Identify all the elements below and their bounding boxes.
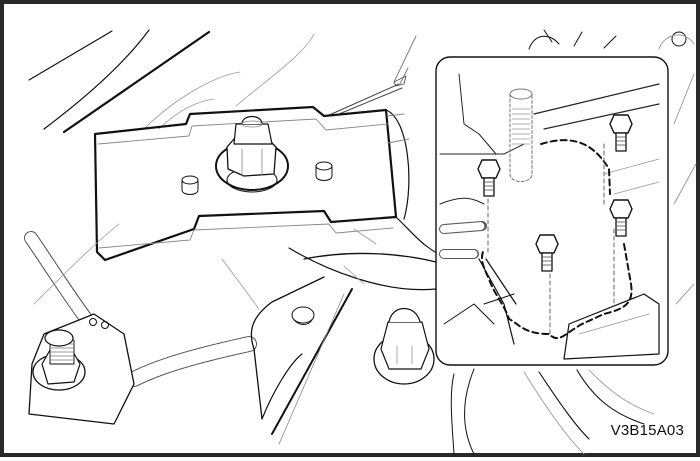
lower-nut [373, 307, 435, 385]
locating-pins [181, 161, 333, 195]
callout-leader [303, 252, 437, 263]
mount-bracket-plate [93, 105, 450, 291]
center-nut [215, 115, 289, 193]
background-panel-lines [28, 29, 417, 134]
bolt-3 [609, 199, 633, 237]
bolt-1 [477, 159, 501, 197]
bracket-tab [221, 258, 365, 445]
callout-detail [435, 56, 669, 366]
ground-stud [28, 313, 135, 425]
figure-code-label: V3B15A03 [610, 422, 684, 439]
background-lower-right-lines [450, 29, 697, 455]
bolt-2 [609, 114, 633, 152]
wiring-harness [24, 223, 257, 387]
mount-illustration [24, 29, 697, 455]
bolt-4 [535, 234, 559, 272]
